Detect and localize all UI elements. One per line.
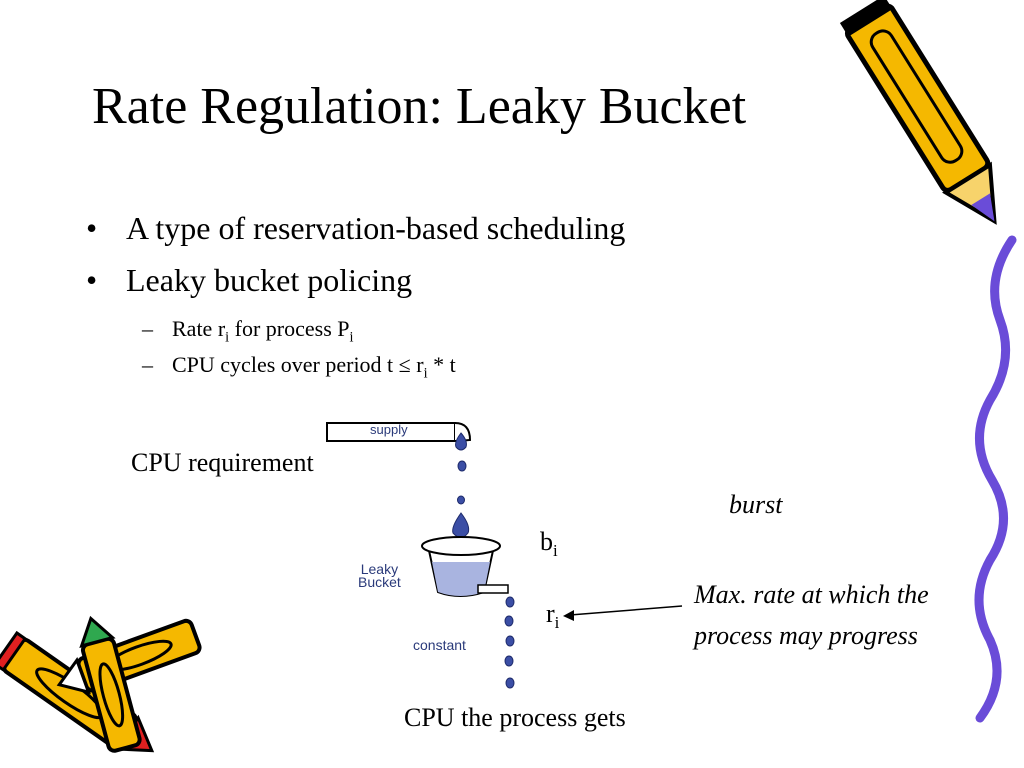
bullet-glyph: •	[86, 210, 98, 246]
slide-title: Rate Regulation: Leaky Bucket	[92, 78, 747, 135]
subbullet-item: –Rate ri for process Pi	[142, 316, 354, 346]
dash-glyph: –	[142, 352, 153, 377]
bullet-text: Leaky bucket policing	[126, 262, 413, 298]
subscript: i	[349, 329, 354, 346]
bullet-item: • Leaky bucket policing	[86, 262, 412, 299]
subscript: i	[423, 365, 428, 382]
leaky-bucket	[421, 536, 509, 597]
cpu-requirement-label: CPU requirement	[131, 448, 314, 477]
subscript: i	[225, 329, 230, 346]
bullet-text: A type of reservation-based scheduling	[126, 210, 626, 246]
rate-arrow	[563, 605, 683, 621]
burst-label: burst	[729, 490, 783, 519]
subbullet-text: * t	[427, 352, 456, 377]
subscript: i	[554, 613, 560, 633]
leaky-bucket-line: Leaky	[360, 561, 399, 577]
leaky-bucket-label: Leaky Bucket	[358, 561, 401, 590]
constant-label: constant	[413, 637, 466, 653]
subbullet-text: CPU cycles over period t ≤ r	[172, 352, 424, 377]
cpu-gets-label: CPU the process gets	[404, 703, 626, 732]
bucket-size-label: bi	[540, 527, 558, 561]
annotation-line: process may progress	[694, 621, 918, 650]
subscript: i	[553, 541, 558, 561]
wavy-border	[974, 235, 1017, 723]
subbullet-text: for process P	[229, 316, 350, 341]
rate-label: ri	[546, 599, 559, 633]
bucket-size-symbol: b	[540, 527, 553, 556]
bullet-glyph: •	[86, 262, 98, 298]
supply-label: supply	[370, 422, 408, 437]
leaky-bucket-line: Bucket	[358, 574, 401, 590]
subbullet-text: Rate r	[172, 316, 226, 341]
annotation-line: Max. rate at which the	[694, 580, 929, 609]
constant-drops	[504, 596, 515, 689]
bullet-item: • A type of reservation-based scheduling	[86, 210, 625, 247]
crayon-icon	[79, 615, 142, 753]
supply-drops	[452, 432, 470, 538]
max-rate-annotation: Max. rate at which the process may progr…	[694, 574, 929, 656]
dash-glyph: –	[142, 316, 153, 341]
rate-symbol: r	[546, 599, 555, 628]
subbullet-item: –CPU cycles over period t ≤ ri * t	[142, 352, 456, 382]
pencil-icon	[839, 0, 997, 225]
